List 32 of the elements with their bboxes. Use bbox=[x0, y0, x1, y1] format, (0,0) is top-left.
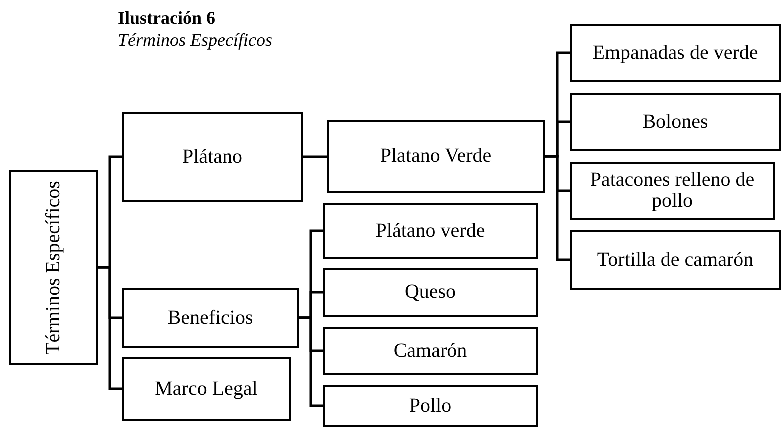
term-box bbox=[327, 120, 545, 193]
term-label: Tortilla de camarón bbox=[597, 250, 754, 270]
term-box bbox=[323, 385, 538, 427]
term-box bbox=[323, 203, 538, 259]
term-label: Plátano bbox=[182, 146, 242, 168]
term-label: Queso bbox=[404, 282, 456, 303]
figure-caption: Términos Específicos bbox=[118, 30, 272, 51]
term-box bbox=[122, 288, 299, 348]
connector-line bbox=[299, 316, 323, 408]
term-box bbox=[570, 162, 775, 220]
term-box bbox=[323, 268, 538, 317]
term-box bbox=[122, 112, 303, 202]
term-box bbox=[122, 357, 291, 421]
term-box bbox=[570, 230, 781, 290]
term-label: Pollo bbox=[409, 396, 452, 416]
term-box bbox=[9, 170, 98, 365]
term-label: Plátano verde bbox=[376, 220, 486, 242]
term-label: Empanadas de verde bbox=[592, 42, 758, 64]
term-label: Platano Verde bbox=[380, 146, 492, 167]
term-label: Términos Específicos bbox=[43, 180, 64, 355]
connector-line bbox=[545, 155, 570, 262]
term-box bbox=[570, 93, 781, 151]
term-box bbox=[323, 327, 538, 375]
connector-line bbox=[98, 266, 122, 390]
term-label: Marco Legal bbox=[155, 378, 258, 400]
term-label: Bolones bbox=[642, 112, 708, 132]
term-label: Camarón bbox=[394, 340, 468, 362]
connector-line bbox=[303, 156, 327, 158]
term-box bbox=[570, 24, 781, 82]
term-label: Patacones relleno de pollo bbox=[589, 170, 756, 212]
figure-title: Ilustración 6 bbox=[118, 8, 216, 29]
term-label: Beneficios bbox=[168, 308, 254, 328]
